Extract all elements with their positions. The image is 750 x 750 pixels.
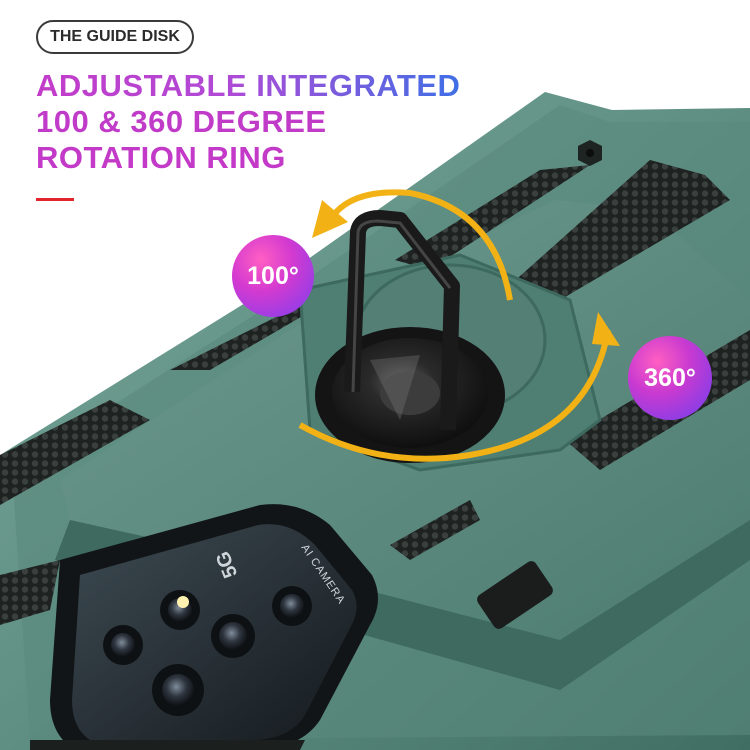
accent-divider [36, 198, 74, 201]
badge-100-degree: 100° [232, 235, 314, 317]
headline-line-3: ROTATION RING [36, 140, 286, 175]
headline-line-2: 100 & 360 DEGREE [36, 104, 327, 139]
case-bottom-edge [30, 740, 305, 750]
headline-line-1: ADJUSTABLE INTEGRATED [36, 68, 461, 103]
badge-360-degree: 360° [628, 336, 712, 420]
grip-strips [0, 160, 750, 625]
camera-module: 5G AI CAMERA [50, 504, 379, 750]
ring-holder [298, 210, 602, 472]
headline: ADJUSTABLE INTEGRATED 100 & 360 DEGREE R… [36, 68, 460, 176]
side-button [477, 561, 553, 629]
flash [177, 596, 189, 608]
tag-label: THE GUIDE DISK [36, 20, 194, 54]
case-hole [578, 140, 602, 166]
rotation-arrows [298, 189, 620, 462]
